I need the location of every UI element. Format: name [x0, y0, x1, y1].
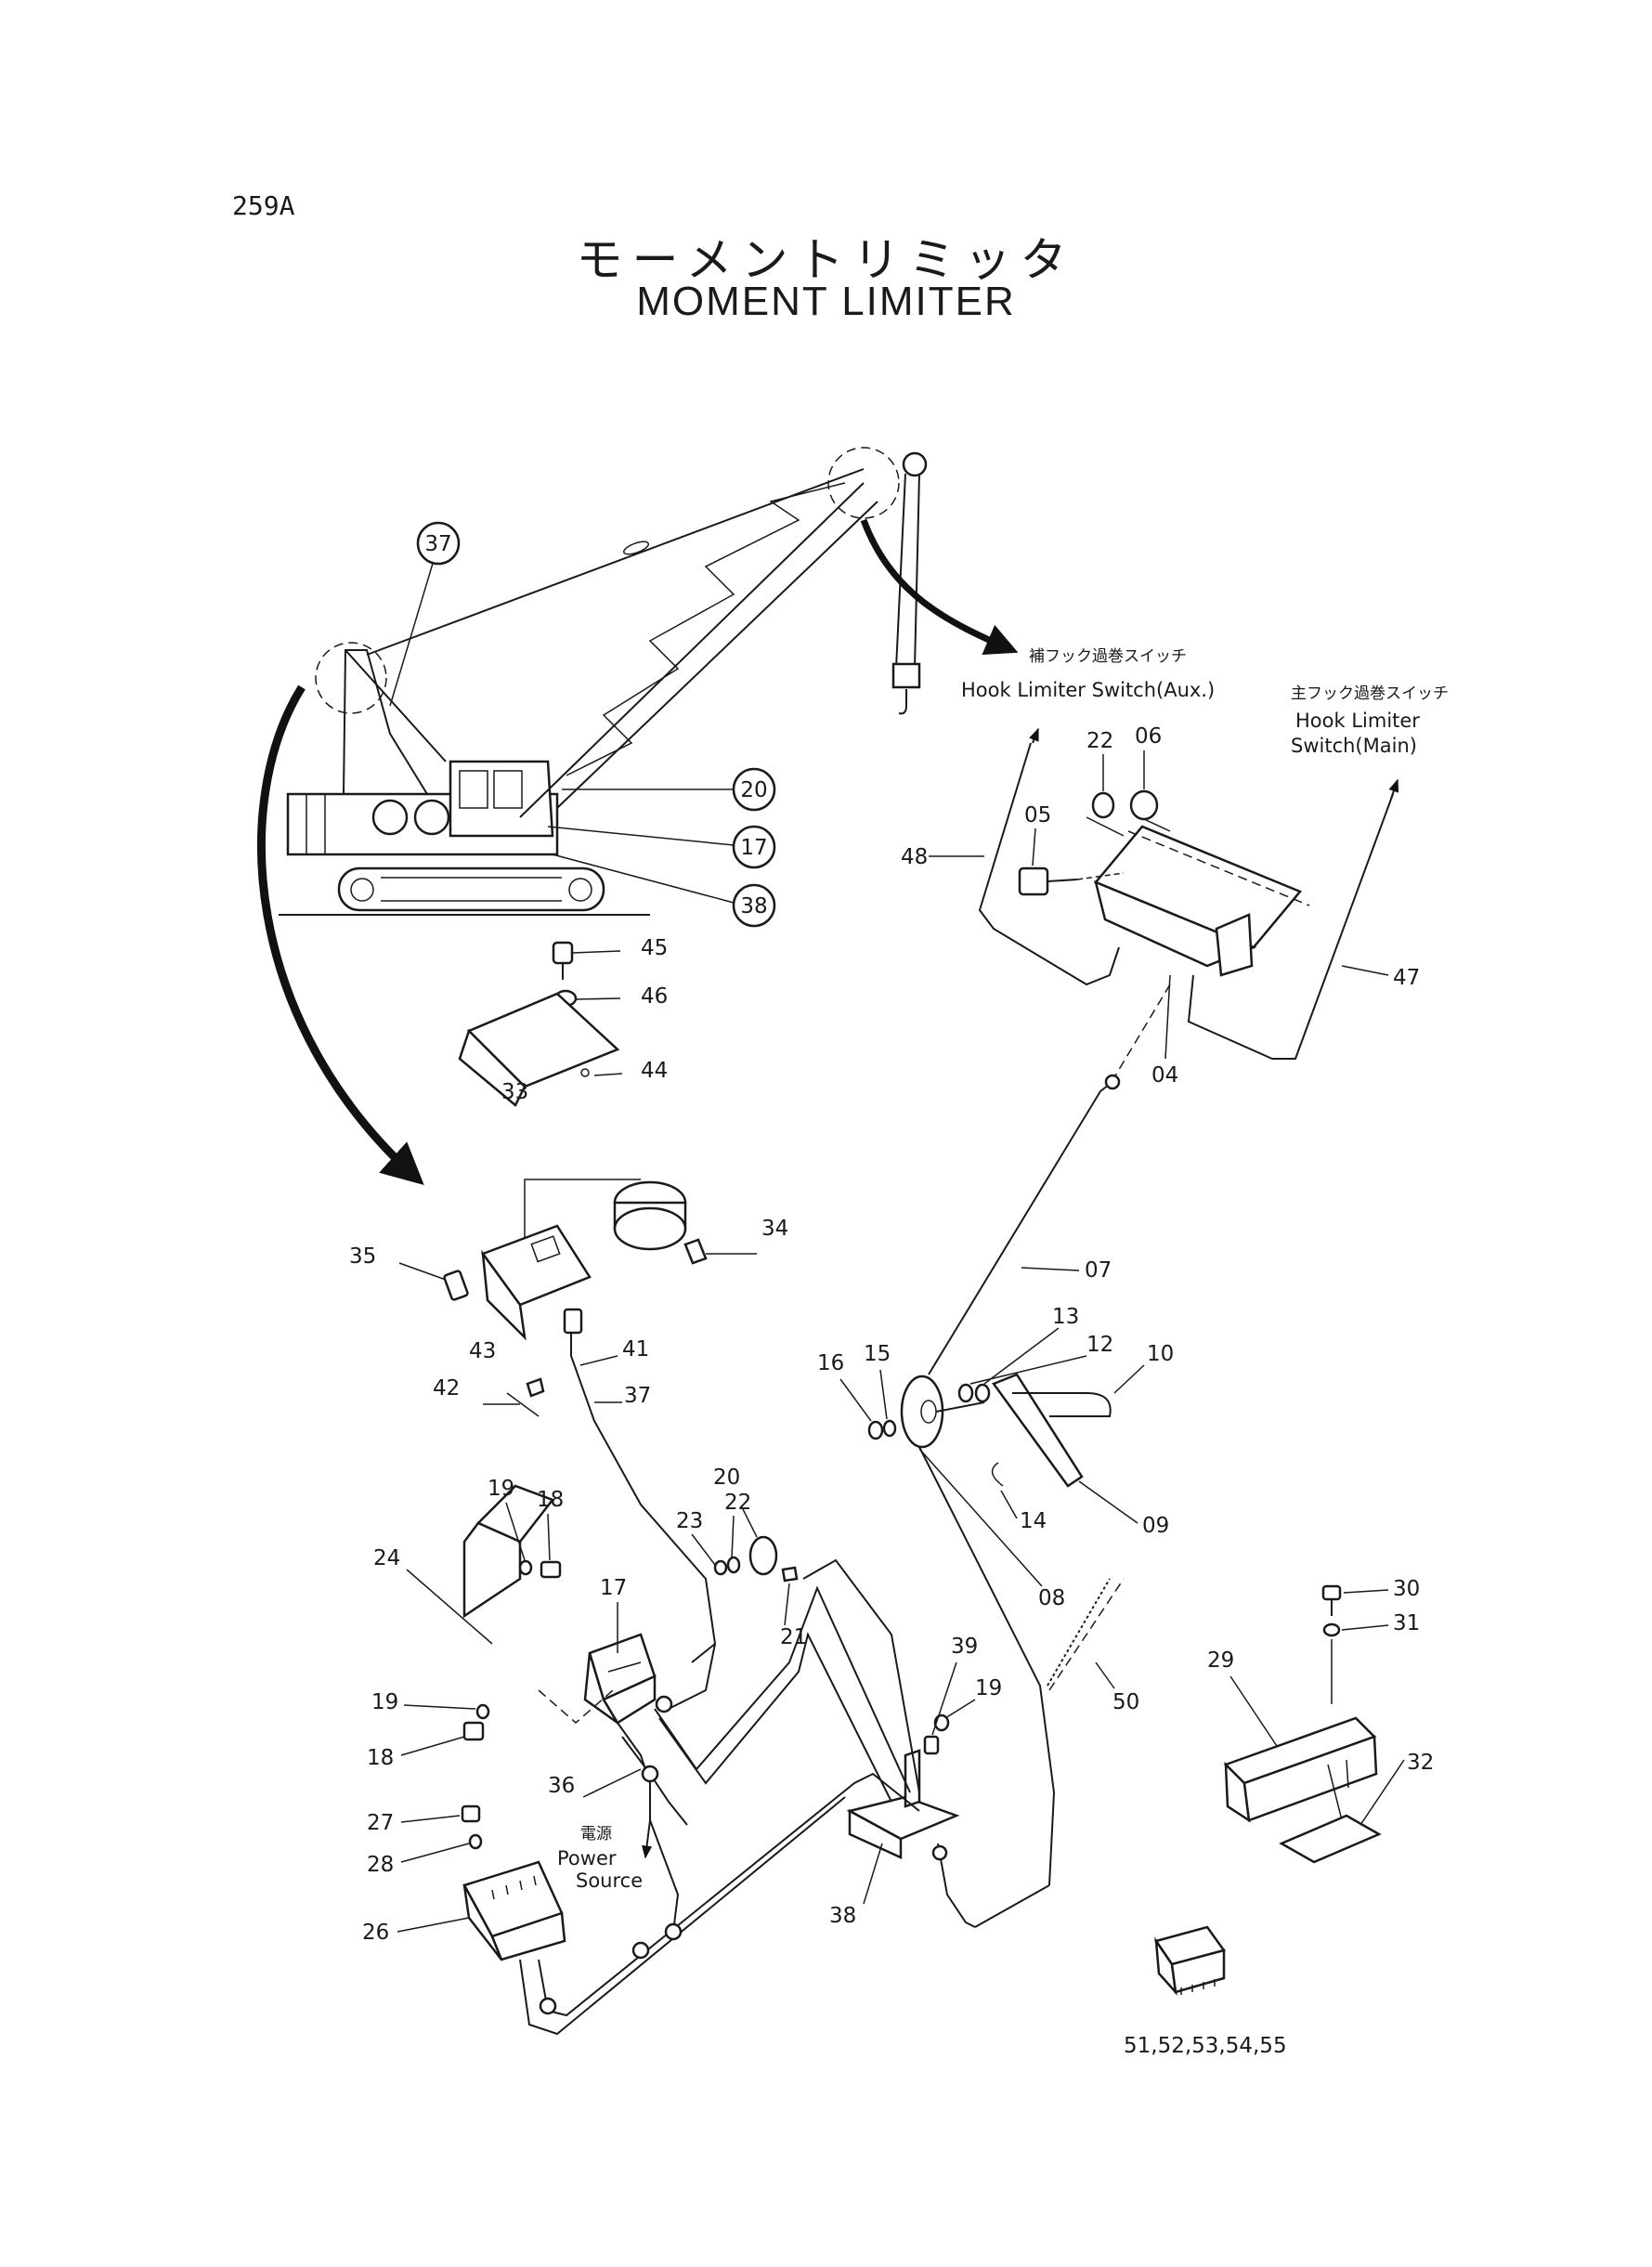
hook-aux-label-en: Hook Limiter Switch(Aux.)	[961, 679, 1215, 701]
part-label-28: 28	[367, 1853, 394, 1877]
part-label-45: 45	[641, 936, 668, 960]
part-label-48: 48	[901, 845, 928, 869]
part-label-09: 09	[1142, 1514, 1169, 1538]
callout-37-label: 37	[424, 532, 451, 556]
callout-37: 37	[416, 521, 461, 566]
page-code: 259A	[232, 190, 295, 221]
part-label-33: 33	[501, 1080, 528, 1104]
callout-38: 38	[732, 883, 776, 928]
callout-20-label: 20	[740, 778, 767, 802]
part-label-30: 30	[1393, 1577, 1420, 1601]
part-label-18-b: 18	[367, 1746, 394, 1770]
part-label-22: 22	[1086, 729, 1113, 753]
part-label-46: 46	[641, 984, 668, 1009]
bracket-resistor-assembly	[443, 941, 757, 1663]
part-label-19-a: 19	[488, 1477, 514, 1501]
hook-aux-label-ja: 補フック過巻スイッチ	[1029, 647, 1187, 666]
part-label-13: 13	[1052, 1305, 1079, 1329]
part-label-32: 32	[1407, 1751, 1434, 1775]
title-japanese: モーメントリミッタ	[576, 233, 1076, 287]
part-label-12: 12	[1086, 1333, 1113, 1357]
part-label-10: 10	[1147, 1342, 1174, 1366]
control-box-assembly	[1153, 1584, 1382, 1996]
crane-illustration	[257, 447, 1019, 1186]
part-label-05: 05	[1024, 803, 1051, 827]
part-label-19-c: 19	[975, 1676, 1002, 1700]
hook-main-label-en-2: Switch(Main)	[1291, 735, 1417, 757]
power-source-label-en-2: Source	[576, 1870, 643, 1892]
part-label-31: 31	[1393, 1611, 1420, 1635]
part-label-34: 34	[761, 1217, 788, 1241]
part-label-19-b: 19	[371, 1690, 398, 1714]
part-label-08: 08	[1038, 1586, 1065, 1610]
part-label-26: 26	[362, 1921, 389, 1945]
part-label-42: 42	[433, 1376, 460, 1401]
part-label-17: 17	[600, 1576, 627, 1600]
callout-38-label: 38	[740, 894, 767, 919]
part-label-14: 14	[1020, 1509, 1047, 1533]
hook-limiter-assembly: 補フック過巻スイッチ Hook Limiter Switch(Aux.) 主フッ…	[928, 647, 1449, 1375]
cable-reel-assembly	[867, 1373, 1125, 1886]
part-label-16: 16	[817, 1351, 844, 1375]
callout-17: 17	[732, 825, 776, 869]
part-label-06: 06	[1135, 724, 1162, 749]
part-label-23: 23	[676, 1509, 703, 1533]
part-label-51-55: 51,52,53,54,55	[1124, 2034, 1287, 2058]
part-labels: 22 06 05 48 47 04 07 13 12 10 16 15 14 0…	[349, 724, 1434, 2058]
part-label-38: 38	[829, 1904, 856, 1928]
part-label-43: 43	[469, 1339, 496, 1363]
part-label-50: 50	[1112, 1690, 1139, 1714]
part-label-27: 27	[367, 1811, 394, 1835]
part-label-39: 39	[951, 1635, 978, 1659]
part-label-24: 24	[373, 1546, 400, 1570]
part-label-18-a: 18	[537, 1488, 564, 1512]
part-label-41: 41	[622, 1337, 649, 1362]
part-label-15: 15	[864, 1342, 891, 1366]
part-label-36: 36	[548, 1774, 575, 1798]
part-label-20: 20	[713, 1466, 740, 1490]
hook-main-label-en-1: Hook Limiter	[1295, 710, 1420, 732]
power-source-label-ja: 電源	[580, 1825, 612, 1844]
part-label-47: 47	[1393, 966, 1420, 990]
hook-main-label-ja: 主フック過巻スイッチ	[1291, 684, 1449, 703]
part-label-35: 35	[349, 1244, 376, 1269]
lower-control-assembly: 電源 Power Source	[461, 1484, 1050, 2036]
power-source-label-en-1: Power	[557, 1847, 617, 1870]
part-label-29: 29	[1207, 1648, 1234, 1673]
part-label-22-b: 22	[724, 1491, 751, 1515]
callout-20: 20	[732, 767, 776, 812]
part-label-37: 37	[624, 1384, 651, 1408]
part-label-07: 07	[1085, 1258, 1112, 1283]
callout-17-label: 17	[740, 836, 767, 860]
part-label-44: 44	[641, 1059, 668, 1083]
title-english: MOMENT LIMITER	[636, 279, 1016, 324]
part-label-04: 04	[1151, 1063, 1178, 1088]
part-label-21: 21	[780, 1625, 807, 1649]
